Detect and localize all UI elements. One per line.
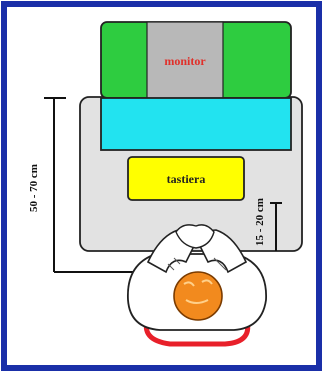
- keyboard-label: tastiera: [167, 172, 206, 186]
- eye-monitor-distance-label: 50 - 70 cm: [28, 164, 40, 212]
- person-head: [174, 272, 222, 320]
- monitor-base: [101, 98, 291, 150]
- monitor-label: monitor: [164, 54, 206, 68]
- keyboard-edge-distance-label: 15 - 20 cm: [254, 198, 266, 246]
